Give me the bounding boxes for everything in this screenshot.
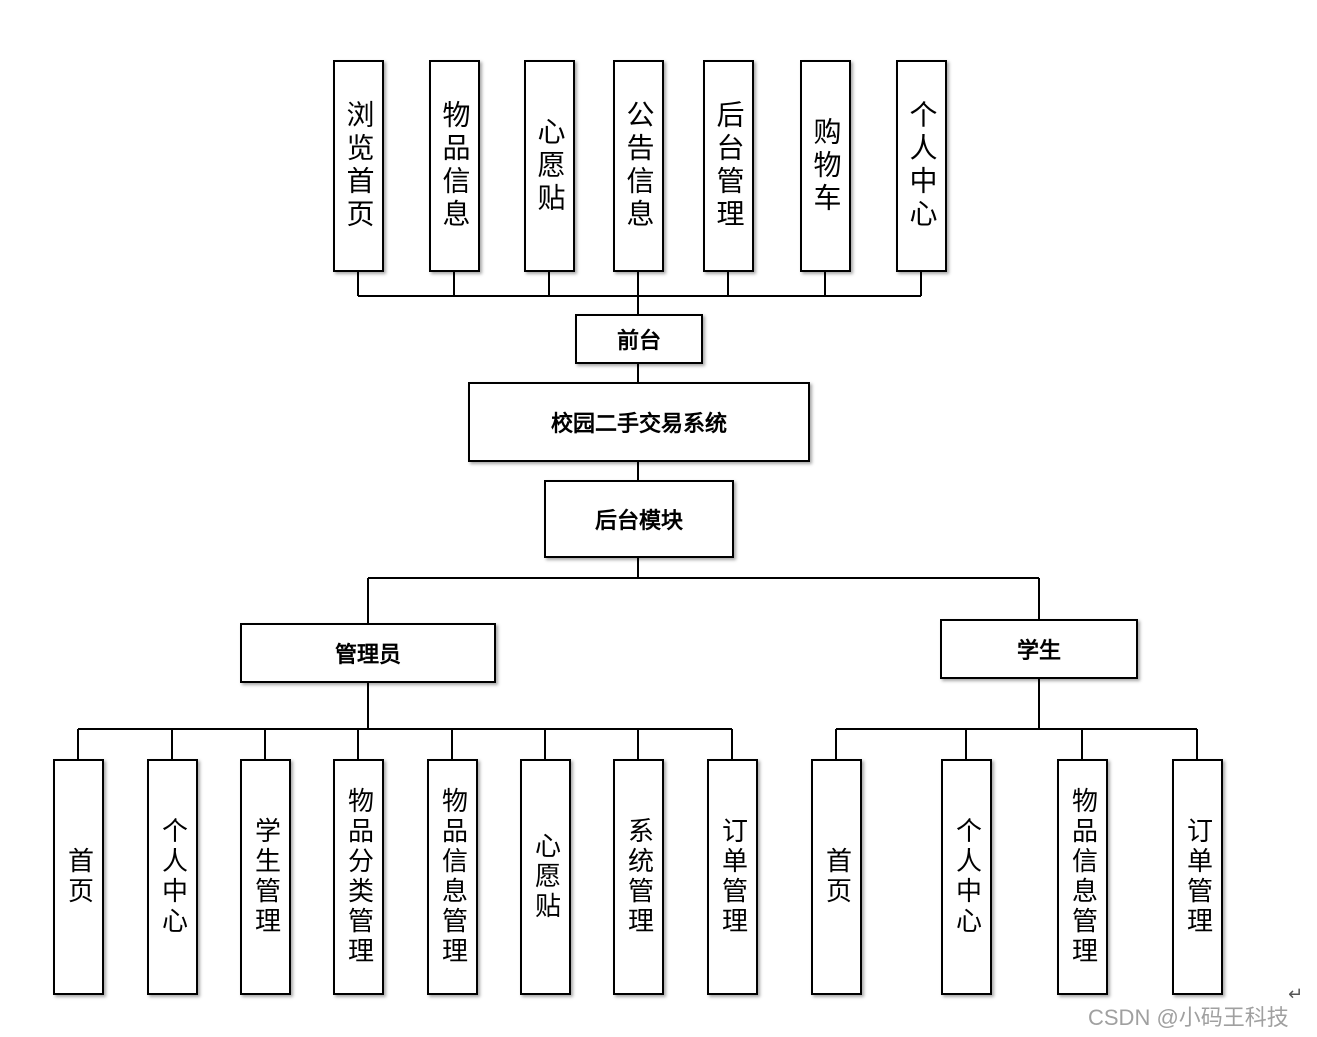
student-label: 学生 [1016,639,1061,664]
admin-node: 管理员 [240,623,496,683]
student-module-label: 个人中心 [951,817,982,937]
student-module-personal-center: 个人中心 [941,759,992,995]
admin-module-label: 学生管理 [250,817,281,937]
root-node: 校园二手交易系统 [468,382,810,462]
front-module-label: 物品信息 [438,100,472,232]
student-module-item-info-manage: 物品信息管理 [1057,759,1108,995]
front-module-label: 个人中心 [905,100,939,232]
root-label: 校园二手交易系统 [550,412,727,437]
front-module-cart: 购物车 [800,60,851,272]
admin-module-item-info-manage: 物品信息管理 [427,759,478,995]
admin-module-student-manage: 学生管理 [240,759,291,995]
admin-module-category-manage: 物品分类管理 [333,759,384,995]
front-module-backend-manage: 后台管理 [703,60,754,272]
admin-module-label: 订单管理 [717,817,748,937]
admin-module-wishlist: 心愿贴 [520,759,571,995]
student-module-order-manage: 订单管理 [1172,759,1223,995]
frontend-label: 前台 [616,329,661,354]
admin-module-personal-center: 个人中心 [147,759,198,995]
student-module-label: 订单管理 [1182,817,1213,937]
admin-label: 管理员 [334,643,401,668]
student-module-label: 首页 [821,847,852,907]
front-module-personal-center: 个人中心 [896,60,947,272]
front-module-browse-home: 浏览首页 [333,60,384,272]
admin-module-label: 物品信息管理 [437,787,468,967]
student-node: 学生 [940,619,1138,679]
admin-module-label: 首页 [63,847,94,907]
front-module-wishlist: 心愿贴 [524,60,575,272]
front-module-label: 后台管理 [712,100,746,232]
student-module-home: 首页 [811,759,862,995]
return-mark: ↵ [1288,984,1304,1005]
front-module-notice-info: 公告信息 [613,60,664,272]
backend-label: 后台模块 [594,509,683,534]
admin-module-label: 物品分类管理 [343,787,374,967]
frontend-node: 前台 [575,314,703,364]
admin-module-label: 心愿贴 [530,832,561,922]
front-module-label: 浏览首页 [342,100,376,232]
admin-module-system-manage: 系统管理 [613,759,664,995]
admin-module-home: 首页 [53,759,104,995]
front-module-label: 心愿贴 [533,116,567,216]
admin-module-order-manage: 订单管理 [707,759,758,995]
admin-module-label: 系统管理 [623,817,654,937]
student-module-label: 物品信息管理 [1067,787,1098,967]
backend-node: 后台模块 [544,480,734,558]
watermark-text: CSDN @小码王科技 [1088,1005,1289,1030]
front-module-item-info: 物品信息 [429,60,480,272]
front-module-label: 购物车 [809,116,843,216]
admin-module-label: 个人中心 [157,817,188,937]
front-module-label: 公告信息 [622,100,656,232]
